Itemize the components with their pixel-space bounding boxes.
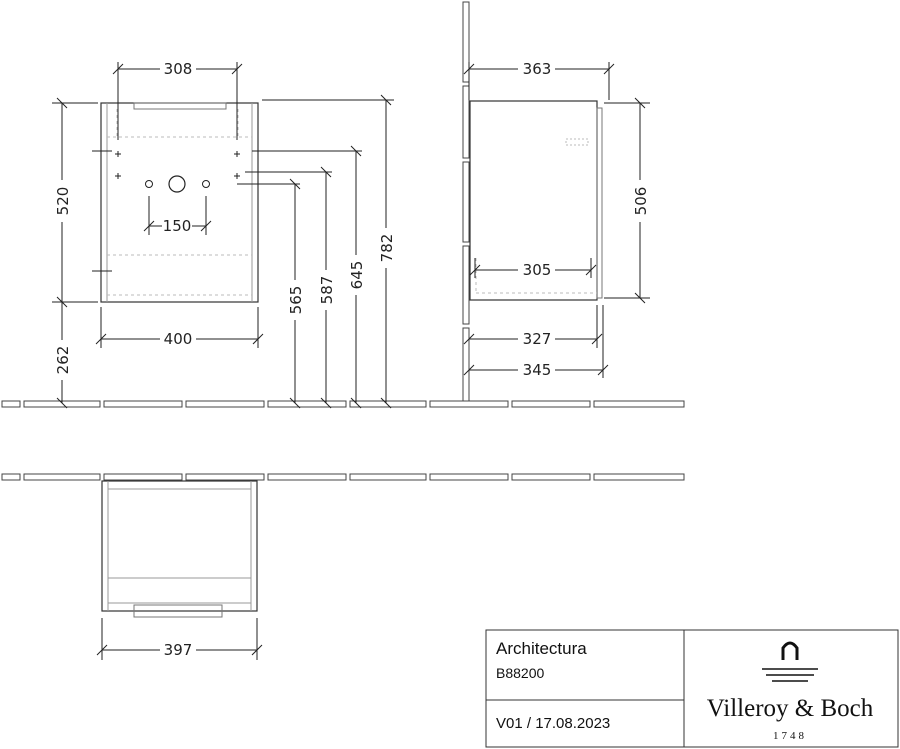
front-view-cabinet [92,102,259,303]
brand-name: Villeroy & Boch [707,695,874,722]
title-block [485,629,899,748]
version-date: V01 / 17.08.2023 [496,715,610,732]
dim-308 [112,62,243,140]
dim-400 [95,307,264,348]
dim-327-label: 327 [523,330,552,348]
dim-150-label: 150 [163,217,192,235]
dim-520-label: 520 [54,187,72,216]
dim-565-label: 565 [287,286,305,315]
dim-645-label: 645 [348,261,366,290]
dim-345 [463,305,609,378]
dim-397-label: 397 [164,641,193,659]
dim-305-label: 305 [523,261,552,279]
product-name: Architectura [496,639,587,658]
dim-782-label: 782 [378,234,396,263]
dim-645 [252,145,362,409]
dim-520 [52,97,98,308]
dim-506-label: 506 [632,187,650,216]
dim-587-label: 587 [318,276,336,305]
dim-782 [262,94,394,409]
side-view-cabinet [469,100,603,301]
dim-327 [463,305,603,348]
dim-345-label: 345 [523,361,552,379]
dim-400-label: 400 [164,330,193,348]
dim-506 [604,97,650,304]
dim-150 [143,196,212,235]
dim-587 [245,166,332,409]
wall-line-plan [1,473,685,481]
plan-view-cabinet [101,480,258,618]
wall-line-side [462,1,470,402]
dim-262-label: 262 [54,346,72,375]
dim-363 [463,62,615,100]
dim-305 [469,258,597,278]
dim-363-label: 363 [523,60,552,78]
brand-year: 1748 [773,730,807,742]
dim-565 [237,178,301,409]
dim-397 [96,618,263,660]
dim-308-label: 308 [164,60,193,78]
floor-line-upper [1,400,685,408]
article-number: B88200 [496,665,544,681]
villeroy-boch-logo-icon [762,641,818,682]
